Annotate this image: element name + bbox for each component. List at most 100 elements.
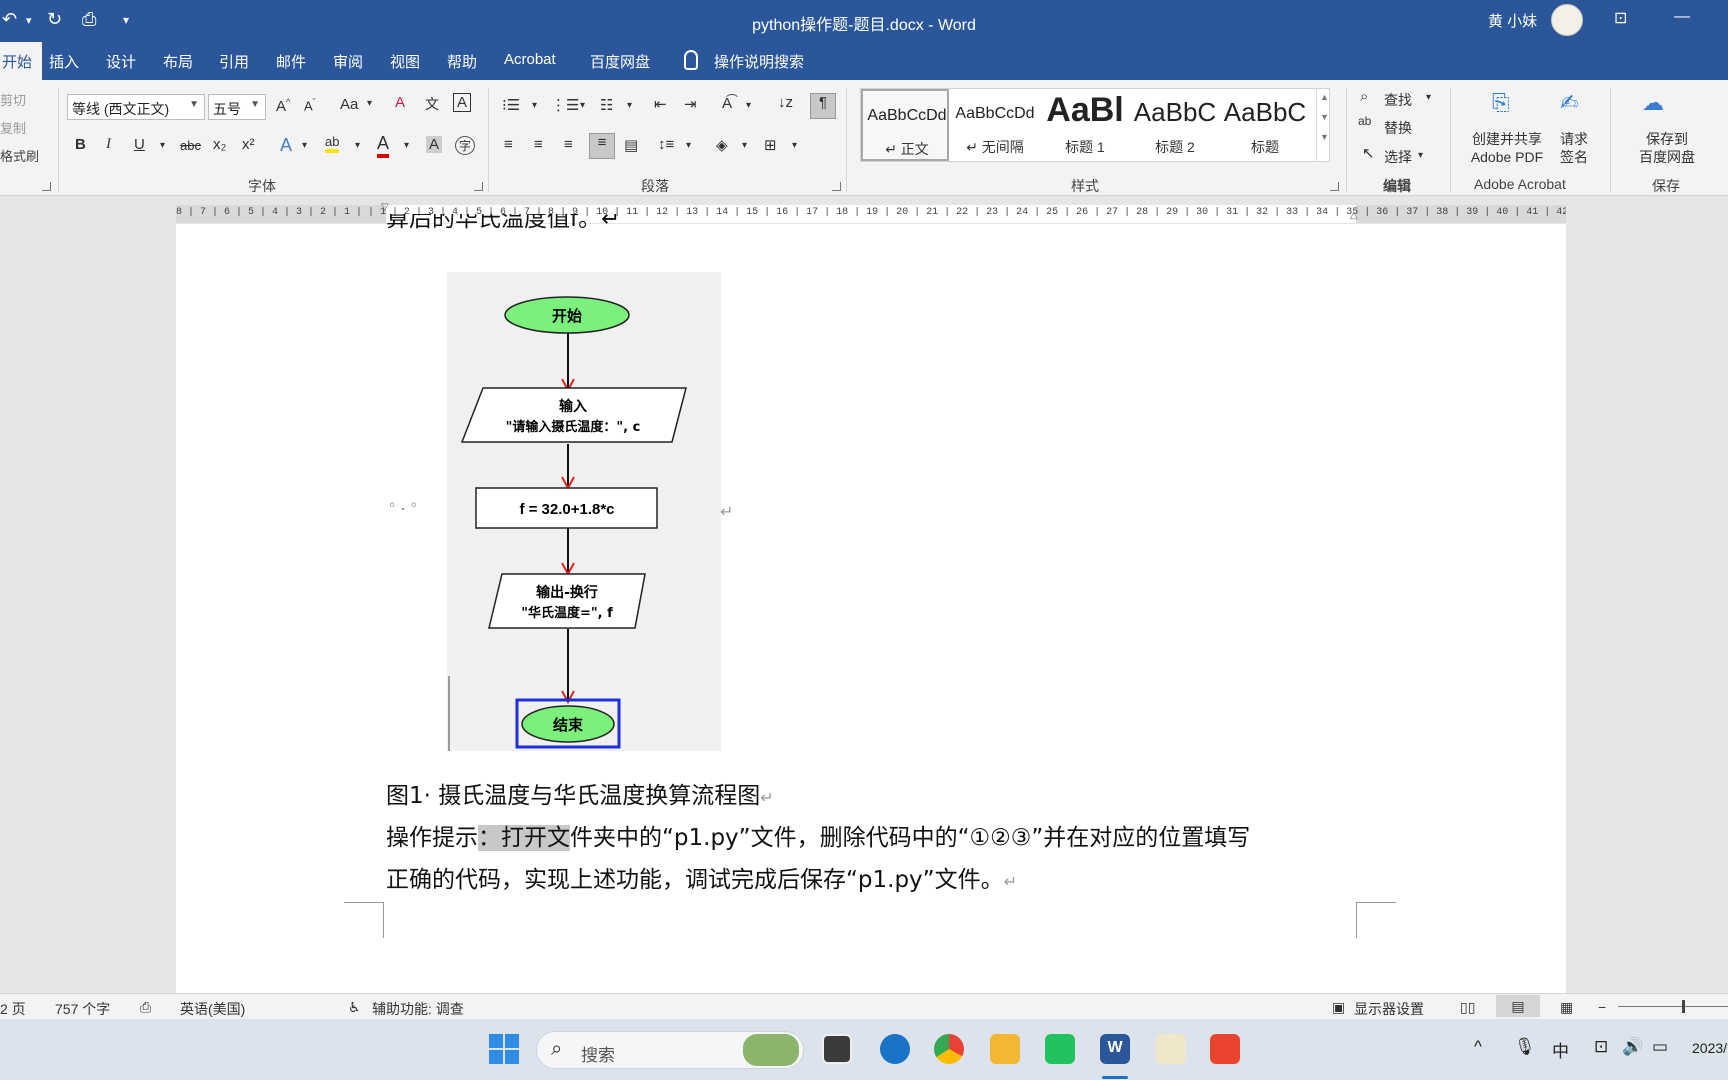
character-shading-icon[interactable]: A	[426, 136, 443, 153]
word-icon[interactable]: W	[1100, 1034, 1130, 1064]
font-size-box[interactable]: 五号 ▼	[208, 94, 266, 120]
cut-button[interactable]: 剪切	[0, 93, 27, 108]
redo-icon[interactable]: ↻	[47, 9, 63, 29]
user-name[interactable]: 黄 小妹	[1488, 13, 1538, 30]
proofing-icon[interactable]: ⎙	[140, 999, 152, 1015]
underline-button[interactable]: U	[134, 136, 145, 153]
paragraph-dialog-launcher[interactable]	[832, 182, 841, 191]
shrink-font-button[interactable]: Aˇ	[304, 97, 316, 114]
indent-marker-icon[interactable]: ▽	[381, 202, 389, 213]
windows-start-icon[interactable]	[489, 1034, 519, 1064]
page-count[interactable]: 2 页	[0, 1001, 26, 1017]
styles-dialog-launcher[interactable]	[1330, 182, 1339, 191]
ribbon-display-icon[interactable]: ⊡	[1614, 10, 1628, 27]
chevron-down-icon[interactable]: ▾	[1426, 92, 1432, 103]
request-signature-button[interactable]: 请求签名	[1560, 131, 1588, 165]
zoom-out-icon[interactable]: −	[1598, 999, 1607, 1015]
chevron-down-icon[interactable]: ▾	[1418, 150, 1424, 161]
tab-baidu[interactable]: 百度网盘	[590, 54, 651, 71]
tab-design[interactable]: 设计	[106, 54, 137, 71]
tab-layout[interactable]: 布局	[163, 54, 194, 71]
align-right-icon[interactable]: ≡	[564, 136, 573, 153]
select-button[interactable]: 选择	[1384, 149, 1412, 165]
microphone-icon[interactable]: 🎙	[1514, 1037, 1536, 1056]
tell-me-search[interactable]: 操作说明搜索	[714, 54, 805, 71]
clock-date[interactable]: 2023/	[1692, 1040, 1728, 1056]
style-heading-2[interactable]: AaBbC 标题 2	[1133, 97, 1217, 155]
chevron-up-icon[interactable]: ^	[1474, 1037, 1482, 1056]
flowchart-figure[interactable]: 开始 输入 "请输入摄氏温度：", c f = 32.0+1.8*c 输出-换行…	[447, 272, 721, 751]
read-mode-icon[interactable]: ▯▯	[1460, 999, 1476, 1015]
right-indent-marker-icon[interactable]: △	[1350, 210, 1358, 221]
distributed-icon[interactable]: ▤	[624, 137, 639, 154]
strikethrough-button[interactable]: abc	[180, 138, 201, 153]
pycharm-icon[interactable]	[1045, 1034, 1075, 1064]
scroll-up-icon[interactable]: ▲	[1320, 92, 1329, 102]
tab-references[interactable]: 引用	[219, 54, 250, 71]
document-page[interactable]	[176, 224, 1566, 993]
chevron-down-icon[interactable]: ▾	[367, 98, 373, 109]
task-view-icon[interactable]	[822, 1034, 852, 1064]
chevron-down-icon[interactable]: ▾	[746, 100, 752, 111]
phonetic-guide-icon[interactable]: 文	[425, 96, 439, 112]
more-styles-icon[interactable]: ▼	[1320, 132, 1329, 142]
app-icon[interactable]	[880, 1034, 910, 1064]
style-heading-1[interactable]: AaBl 标题 1	[1046, 91, 1124, 155]
character-border-icon[interactable]: A	[453, 93, 472, 112]
chevron-down-icon[interactable]: ▾	[580, 100, 586, 111]
horizontal-ruler[interactable]: 8 | 7 | 6 | 5 | 4 | 3 | 2 | 1 | | 1 | 2 …	[176, 202, 1566, 223]
chinese-layout-icon[interactable]: A͡	[722, 95, 733, 112]
zoom-thumb[interactable]	[1682, 1000, 1685, 1013]
chevron-down-icon[interactable]: ▾	[404, 140, 410, 151]
increase-indent-icon[interactable]: ⇥	[684, 96, 697, 113]
italic-button[interactable]: I	[106, 136, 111, 152]
clear-formatting-icon[interactable]: A	[395, 94, 406, 111]
python-file-icon[interactable]	[1156, 1034, 1186, 1064]
customize-toolbar-icon[interactable]: ▾	[123, 13, 130, 27]
tab-acrobat[interactable]: Acrobat	[504, 51, 556, 68]
numbering-icon[interactable]: ⋮☰	[551, 97, 580, 114]
enclose-characters-icon[interactable]: 字	[455, 136, 476, 155]
chevron-down-icon[interactable]: ▾	[627, 100, 633, 111]
ime-indicator[interactable]: 中	[1552, 1042, 1569, 1061]
subscript-button[interactable]: x₂	[213, 136, 227, 153]
tab-insert[interactable]: 插入	[49, 54, 80, 71]
replace-button[interactable]: 替换	[1384, 120, 1412, 136]
styles-scroll[interactable]: ▲ ▼ ▼	[1316, 88, 1332, 162]
tab-home[interactable]: 开始	[0, 42, 43, 80]
chevron-down-icon[interactable]: ▾	[686, 140, 692, 151]
chevron-down-icon[interactable]: ▾	[302, 140, 308, 151]
borders-icon[interactable]: ⊞	[764, 137, 777, 154]
tab-mailings[interactable]: 邮件	[276, 54, 307, 71]
document-canvas[interactable]	[0, 196, 1728, 993]
style-no-spacing[interactable]: AaBbCcDd ↵ 无间隔	[955, 105, 1035, 155]
ime-options-icon[interactable]: ⊡	[1594, 1037, 1609, 1056]
recorder-icon[interactable]	[1210, 1034, 1240, 1064]
font-dialog-launcher[interactable]	[474, 182, 483, 191]
change-case-button[interactable]: Aa	[340, 96, 359, 113]
grow-font-button[interactable]: A^	[276, 97, 291, 115]
shading-icon[interactable]: ◈	[716, 137, 728, 154]
tab-review[interactable]: 审阅	[333, 54, 364, 71]
save-to-baidu-button[interactable]: 保存到百度网盘	[1639, 131, 1695, 165]
avatar[interactable]	[1551, 4, 1583, 36]
copy-button[interactable]: 复制	[0, 121, 27, 136]
align-left-icon[interactable]: ≡	[504, 136, 513, 153]
print-preview-icon[interactable]: ⎙	[82, 9, 97, 29]
highlight-color-icon[interactable]: ab	[325, 134, 340, 153]
font-color-icon[interactable]: A	[377, 133, 390, 158]
align-center-icon[interactable]: ≡	[534, 136, 543, 153]
taskbar-search[interactable]: ⌕ 搜索	[536, 1031, 804, 1069]
superscript-button[interactable]: x²	[242, 136, 255, 153]
clipboard-dialog-launcher[interactable]	[42, 182, 51, 191]
chevron-down-icon[interactable]: ▾	[792, 140, 798, 151]
scroll-down-icon[interactable]: ▼	[1320, 112, 1329, 122]
battery-icon[interactable]: ▭	[1652, 1037, 1669, 1056]
chrome-icon[interactable]	[934, 1034, 964, 1064]
show-marks-icon[interactable]: ¶	[810, 93, 836, 119]
undo-icon[interactable]: ↶	[2, 9, 18, 29]
line-spacing-icon[interactable]: ↕≡	[658, 136, 675, 153]
style-normal[interactable]: AaBbCcDd ↵ 正文	[861, 89, 949, 161]
accessibility-status[interactable]: 辅助功能: 调查	[372, 1001, 464, 1017]
